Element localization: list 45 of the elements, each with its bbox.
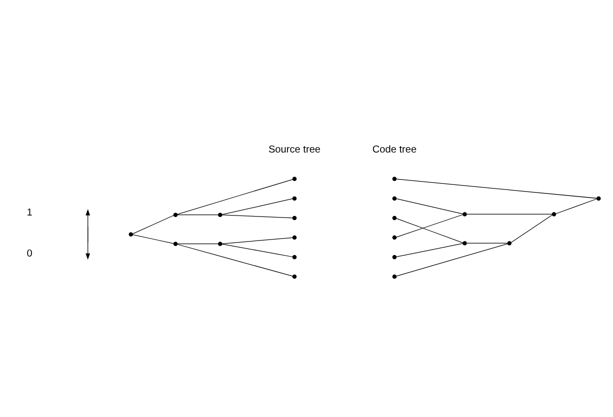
node-circle — [173, 242, 178, 246]
connector — [222, 198, 293, 215]
label: Source tree — [268, 144, 321, 156]
node-circle — [292, 216, 297, 220]
label: 1 — [26, 207, 32, 218]
connector — [132, 215, 174, 234]
connector — [177, 244, 294, 276]
connector — [222, 237, 293, 244]
connector — [396, 178, 597, 199]
node-circle — [552, 212, 556, 216]
connector — [396, 218, 464, 244]
connector — [177, 179, 294, 215]
connector — [177, 214, 218, 216]
node-circle — [292, 196, 297, 201]
connector — [466, 214, 552, 215]
connector — [466, 242, 508, 244]
connector — [396, 243, 464, 258]
node-circle — [292, 176, 297, 182]
connector — [132, 234, 174, 244]
node-circle — [596, 196, 601, 201]
connector — [222, 244, 293, 258]
node-circle — [507, 241, 512, 246]
connector — [396, 214, 464, 238]
node-circle — [128, 232, 134, 237]
node-circle — [392, 274, 397, 279]
node-circle — [292, 274, 297, 279]
node-circle — [292, 235, 297, 240]
connector — [222, 214, 293, 218]
node-circle — [292, 254, 297, 260]
node-circle — [218, 242, 222, 246]
node-circle — [392, 216, 397, 220]
connector — [396, 243, 508, 276]
node-circle — [218, 212, 222, 217]
connector — [510, 214, 552, 243]
node-circle — [462, 212, 467, 216]
node-circle — [392, 254, 397, 260]
label: 0 — [26, 248, 32, 260]
node-circle — [392, 176, 397, 182]
connector — [396, 198, 464, 214]
node-circle — [173, 212, 178, 217]
connector — [556, 198, 598, 214]
label: Code tree — [372, 144, 417, 156]
node-circle — [462, 241, 467, 246]
node-circle — [392, 196, 397, 201]
node-circle — [392, 235, 397, 240]
